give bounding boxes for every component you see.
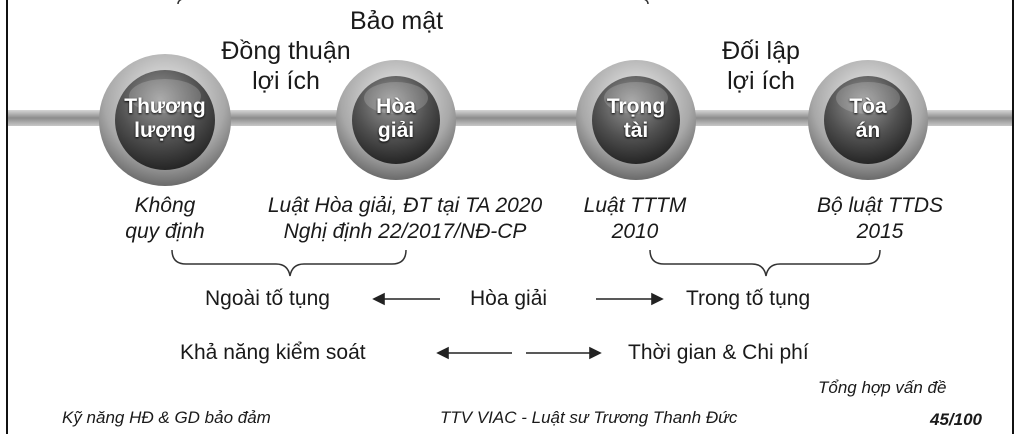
law-line: Luật TTTM [583, 194, 687, 217]
arrow-right-row2 [526, 346, 602, 360]
node-label-thuong-luong: Thương lượng [115, 95, 215, 143]
row2-right: Thời gian & Chi phí [628, 341, 809, 364]
law-court: Bộ luật TTDS 2015 [800, 193, 960, 245]
node-label-hoa-giai: Hòa giải [351, 95, 441, 143]
node-label-toa-an: Tòa án [823, 95, 913, 143]
node-trong-tai [576, 60, 696, 180]
node-label-line: Thương [124, 95, 206, 118]
node-toa-an [808, 60, 928, 180]
consensus-label: Đồng thuận lợi ích [221, 37, 351, 95]
node-label-line: Hòa [376, 95, 416, 118]
node-label-line: Trọng [606, 95, 666, 118]
slide-right-border [1012, 0, 1014, 434]
law-line: 2015 [856, 220, 904, 243]
node-label-line: án [855, 119, 881, 142]
top-label: Bảo mật [350, 7, 444, 35]
footer-summary: Tổng hợp vấn đề [818, 378, 947, 397]
top-brace [177, 0, 649, 5]
row1-left: Ngoài tố tụng [205, 287, 330, 310]
row1-right: Trong tố tụng [686, 287, 811, 310]
footer-center: TTV VIAC - Luật sư Trương Thanh Đức [440, 408, 738, 427]
node-label-line: tài [623, 119, 649, 142]
footer-page-number: 45/100 [930, 410, 982, 429]
law-negotiation: Không quy định [105, 193, 225, 245]
arrow-left-row1 [372, 292, 440, 306]
law-line: Nghị định 22/2017/NĐ-CP [283, 220, 527, 243]
law-line: Không [134, 194, 196, 217]
arrow-right-row1 [596, 292, 664, 306]
law-line: quy định [125, 220, 205, 243]
footer-left: Kỹ năng HĐ & GD bảo đảm [62, 408, 271, 427]
row1-center: Hòa giải [470, 287, 548, 310]
node-label-line: Tòa [849, 95, 887, 118]
arrow-left-row2 [436, 346, 512, 360]
law-line: Luật Hòa giải, ĐT tại TA 2020 [267, 194, 543, 217]
brace-right [649, 249, 881, 277]
law-arbitration: Luật TTTM 2010 [580, 193, 690, 245]
node-thuong-luong [99, 54, 231, 186]
node-label-trong-tai: Trọng tài [591, 95, 681, 143]
node-label-line: giải [377, 119, 415, 142]
row2-left: Khả năng kiểm soát [180, 341, 366, 364]
track-bar [8, 110, 1012, 126]
brace-left [171, 249, 407, 277]
node-hoa-giai [336, 60, 456, 180]
node-label-line: lượng [134, 119, 196, 142]
law-line: Bộ luật TTDS [816, 194, 944, 217]
law-line: 2010 [611, 220, 659, 243]
slide-left-border [6, 0, 8, 434]
law-mediation: Luật Hòa giải, ĐT tại TA 2020 Nghị định … [240, 193, 570, 245]
opposition-label: Đối lập lợi ích [722, 37, 800, 95]
